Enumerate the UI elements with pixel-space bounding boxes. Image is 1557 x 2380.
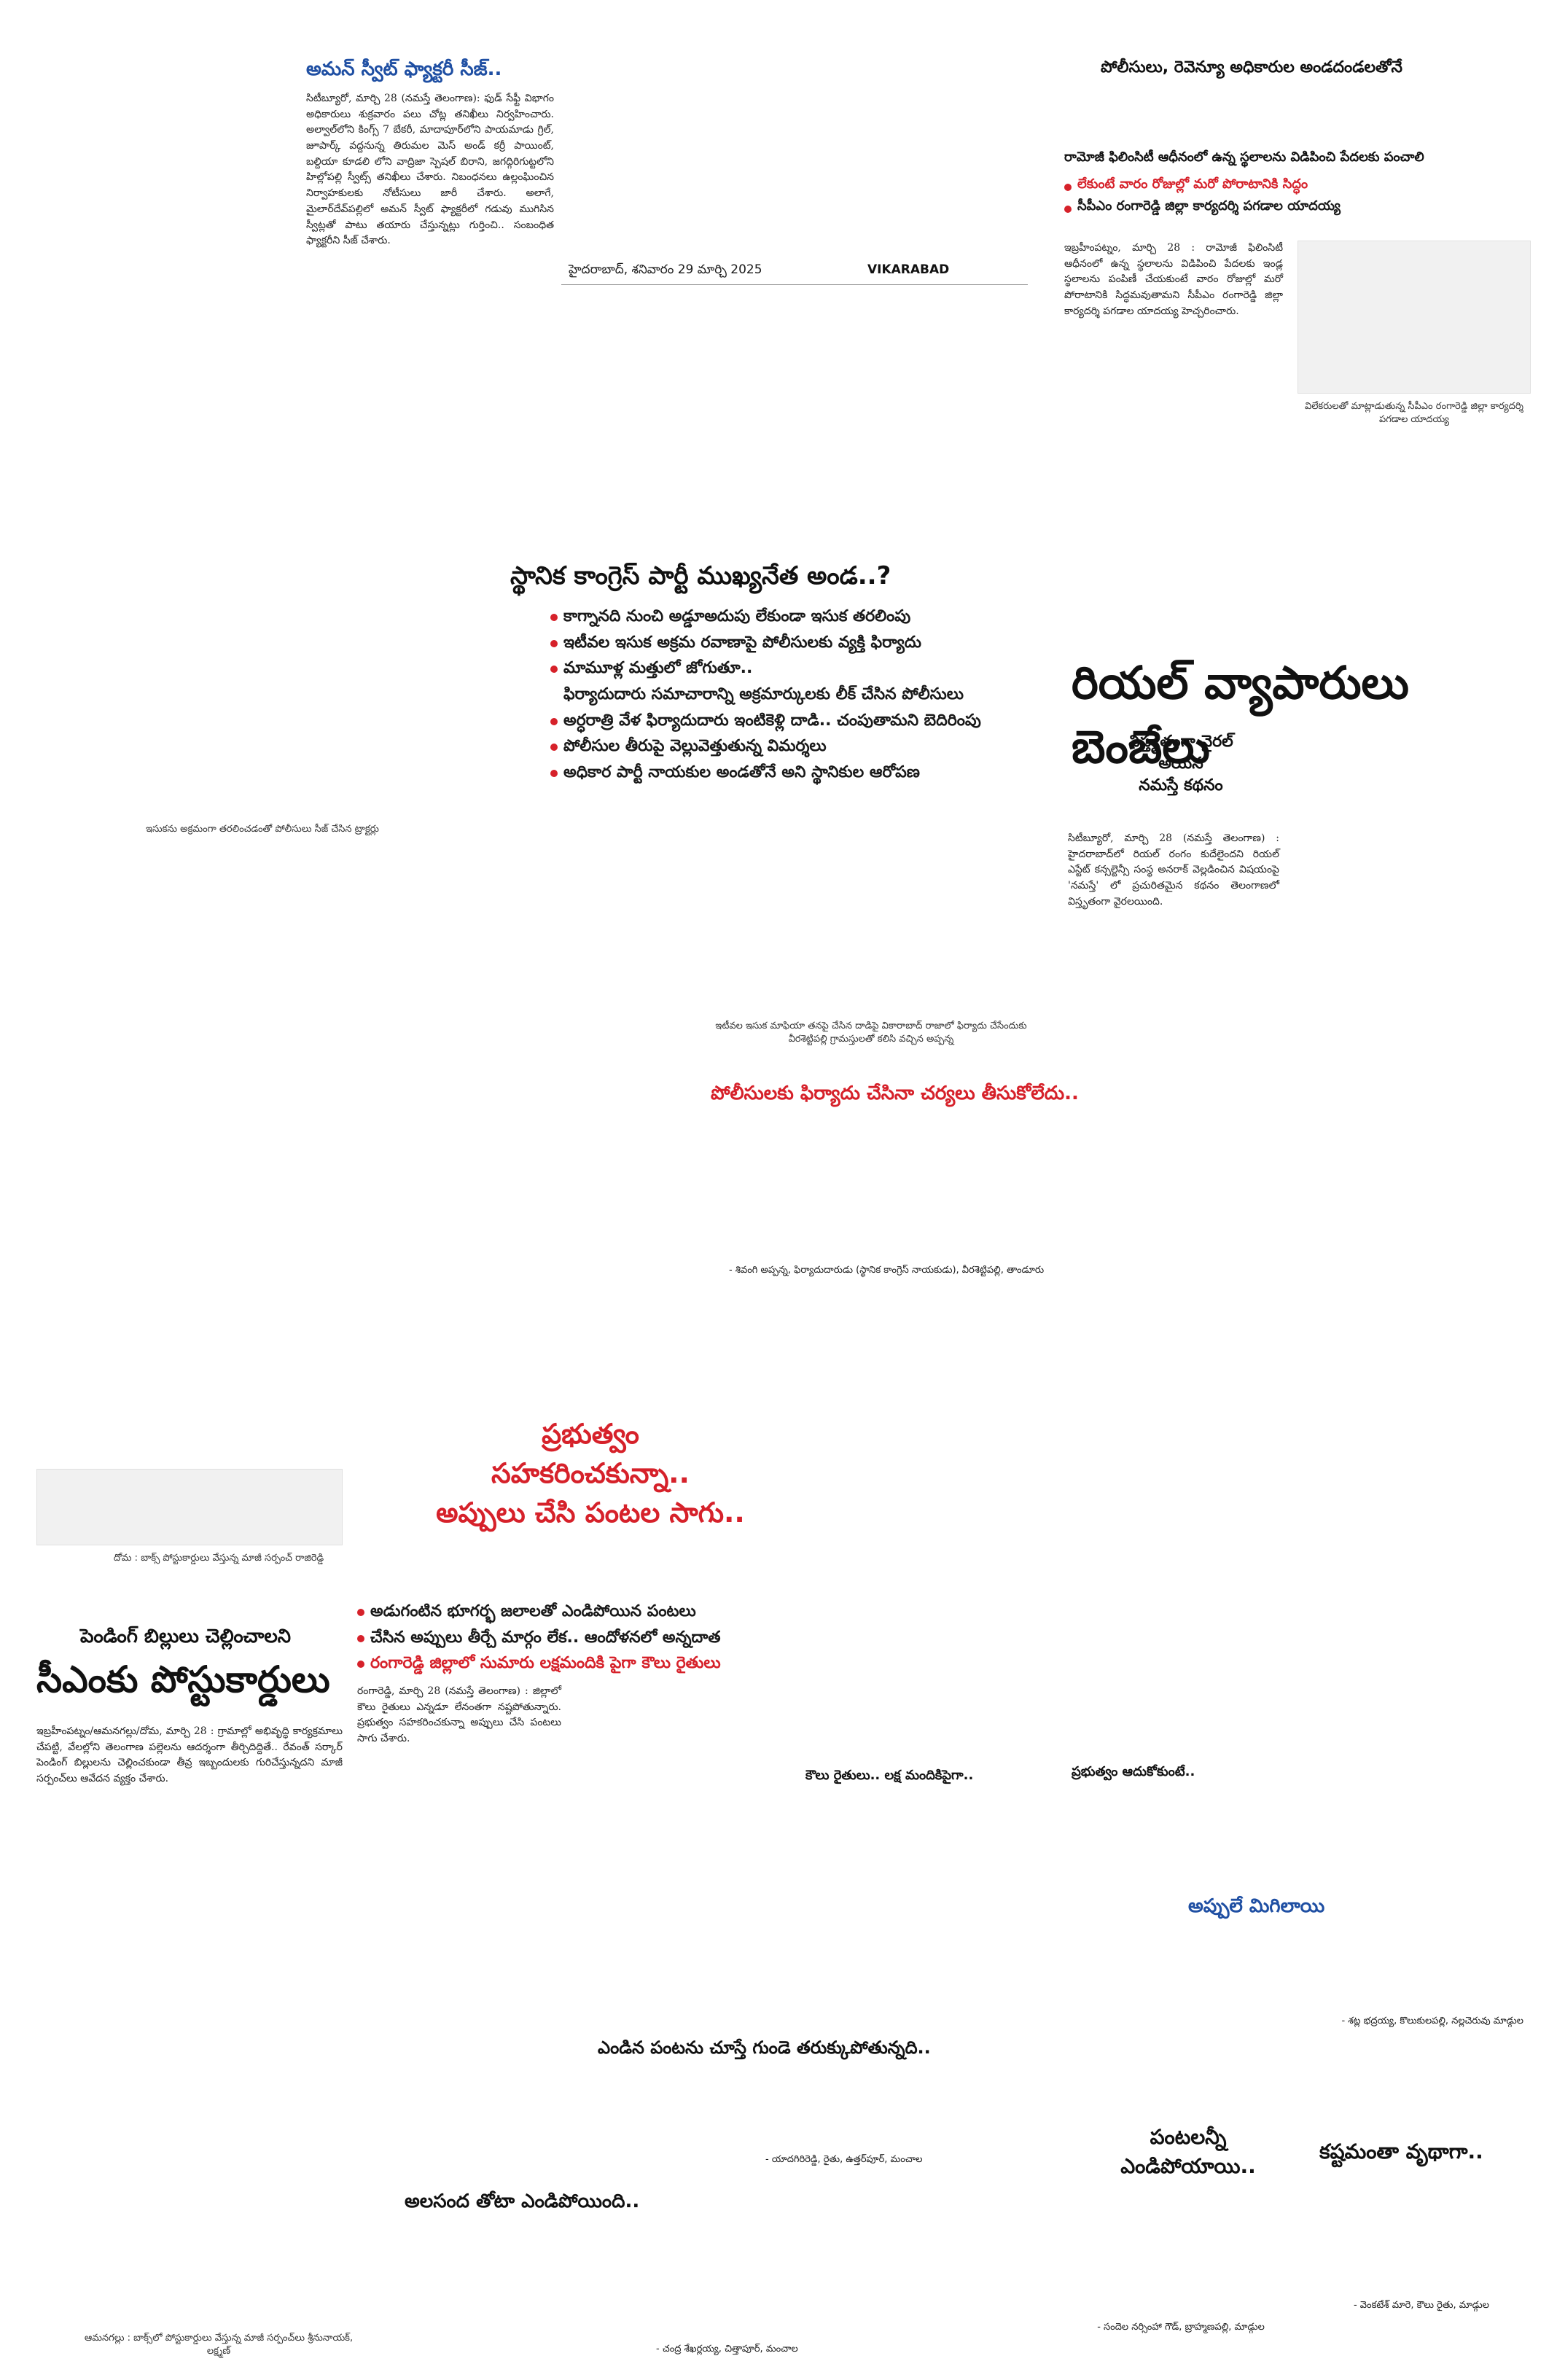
story5-sub2: ప్రభుత్వం ఆదుకోకుంటే..: [1072, 1764, 1195, 1779]
story9-byline: - సందెల నర్సింహా గౌడ్, బ్రాహ్మణపల్లి, మా…: [1097, 2322, 1265, 2333]
bullet-item: మామూళ్ల మత్తులో జోగుతూ..: [550, 658, 1061, 679]
bullet-item: పోలీసుల తీరుపై వెల్లువెత్తుతున్న విమర్శల…: [550, 736, 1061, 757]
bullet-text: ఫిర్యాదుదారు సమాచారాన్ని అక్రమార్కులకు ల…: [563, 685, 964, 704]
story3-bullets: కాగ్నానది నుంచి అడ్డూఅదుపు లేకుండా ఇసుక …: [550, 601, 1061, 788]
bullet-item: లేకుంటే వారం రోజుల్లో మరో పోరాటానికి సిద…: [1064, 176, 1531, 193]
story10-byline: - వెంకటేశ్ మారె, కౌలు రైతు, మాడ్గుల: [1353, 2300, 1490, 2311]
bullet-dot: [550, 639, 558, 647]
story7-byline: - యాదగిరిరెడ్డి, రైతు, ఉత్తర్‌పూర్, మంచా…: [765, 2154, 923, 2165]
story3-headline: స్థానిక కాంగ్రెస్ పార్టీ ముఖ్యనేత అండ..?: [510, 561, 891, 590]
story4-headline: రియల్ వ్యాపారులు బెంబేలు: [1072, 656, 1409, 773]
story5-bullets: అడుగంటిన భూగర్భ జలాలతో ఎండిపోయిన పంటలు చ…: [357, 1596, 867, 1679]
story4-deck-line: నమస్తే కథనం: [1139, 776, 1223, 795]
masthead-date: హైదరాబాద్, శనివారం 29 మార్చి 2025: [569, 262, 762, 277]
story5-sub1: కౌలు రైతులు.. లక్ష మందికిపైగా..: [805, 1768, 974, 1783]
bullet-item: ఇటీవల ఇసుక అక్రమ రవాణాపై పోలీసులకు వ్యక్…: [550, 632, 1061, 654]
bullet-item: అడుగంటిన భూగర్భ జలాలతో ఎండిపోయిన పంటలు: [357, 1601, 867, 1623]
bullet-item: చేసిన అప్పులు తీర్చే మార్గం లేక.. ఆందోళన…: [357, 1627, 867, 1649]
story3-sub-headline: పోలీసులకు ఫిర్యాదు చేసినా చర్యలు తీసుకోల…: [711, 1082, 1079, 1104]
story2-photo-caption: విలేకరులతో మాట్లాడుతున్న సీపీఎం రంగారెడ్…: [1304, 401, 1524, 425]
bullet-item: అధికార పార్టీ నాయకుల అండతోనే అని స్థానిక…: [550, 762, 1061, 784]
story1-headline: అమన్ స్వీట్ ఫ్యాక్టరీ సీజ్..: [306, 58, 502, 80]
bullet-dot: [550, 770, 558, 778]
story2-body: ఇబ్రహీంపట్నం, మార్చి 28 : రామోజీ ఫిలింసి…: [1064, 242, 1283, 317]
bullet-dot: [550, 614, 558, 621]
bullet-text: పోలీసుల తీరుపై వెల్లువెత్తుతున్న విమర్శల…: [563, 737, 827, 756]
story5-headline-line: అప్పులు చేసి పంటల సాగు..: [436, 1497, 745, 1529]
story5-headline: ప్రభుత్వం సహకరించకున్నా.. అప్పులు చేసి ప…: [401, 1418, 780, 1536]
masthead-edition: VIKARABAD: [867, 262, 950, 277]
story4-deck: విస్తృతంగా వైరల్ అయిన నమస్తే కథనం: [1108, 733, 1254, 798]
story2-photo: [1298, 241, 1531, 394]
bullet-item: కాగ్నానది నుంచి అడ్డూఅదుపు లేకుండా ఇసుక …: [550, 606, 1061, 628]
bullet-text: రంగారెడ్డి జిల్లాలో సుమారు లక్షమందికి పై…: [370, 1654, 721, 1673]
story3-photo-caption: ఇసుకను అక్రమంగా తరలించడంతో పోలీసులు సీజ్…: [146, 824, 379, 835]
story6-headline: సీఎంకు పోస్టుకార్డులు: [36, 1658, 330, 1701]
story5-headline-line: సహకరించకున్నా..: [491, 1457, 690, 1489]
story2-bullets: లేకుంటే వారం రోజుల్లో మరో పోరాటానికి సిద…: [1064, 171, 1531, 220]
bullet-text: చేసిన అప్పులు తీర్చే మార్గం లేక.. ఆందోళన…: [370, 1628, 721, 1647]
bullet-item: ఫిర్యాదుదారు సమాచారాన్ని అక్రమార్కులకు ల…: [550, 684, 1061, 706]
story8-headline: అలసంద తోటా ఎండిపోయింది..: [405, 2190, 640, 2212]
story7-headline: ఎండిన పంటను చూస్తే గుండె తరుక్కుపోతున్నద…: [598, 2037, 931, 2058]
story3-byline: - శివంగి అప్పన్న, ఫిర్యాదుదారుడు (స్థాని…: [729, 1265, 1045, 1276]
bullet-text: లేకుంటే వారం రోజుల్లో మరో పోరాటానికి సిద…: [1077, 176, 1308, 192]
story6-photo: [36, 1469, 343, 1545]
story4-deck-line: అయిన: [1158, 754, 1203, 773]
story11-byline: - శట్ల భద్రయ్య, కొలుకులపల్లి, నల్లచెరువు…: [1341, 2016, 1524, 2026]
bullet-dot: [357, 1609, 364, 1616]
story3-quote-caption: ఇటీవల ఇసుక మాఫియా తనపై చేసిన దాడిపై వికా…: [715, 1021, 1027, 1045]
masthead-rule: [561, 284, 1028, 285]
bullet-item: సీపీఎం రంగారెడ్డి జిల్లా కార్యదర్శి పగడా…: [1064, 198, 1531, 215]
story1-body: సిటీబ్యూరో, మార్చి 28 (నమస్తే తెలంగాణ): …: [306, 93, 554, 247]
story2-deck: రామోజీ ఫిలింసిటీ ఆధీనంలో ఉన్న స్థలాలను వ…: [1064, 149, 1424, 165]
story5-sub3: అప్పులే మిగిలాయి: [1188, 1895, 1325, 1917]
story6-headline-small: పెండింగ్ బిల్లులు చెల్లించాలని: [80, 1626, 292, 1647]
bullet-dot: [1064, 206, 1072, 214]
bullet-text: మామూళ్ల మత్తులో జోగుతూ..: [563, 659, 753, 678]
story4-deck-line: విస్తృతంగా వైరల్: [1128, 733, 1233, 751]
bullet-dot: [1064, 184, 1072, 191]
bullet-text: సీపీఎం రంగారెడ్డి జిల్లా కార్యదర్శి పగడా…: [1077, 198, 1341, 214]
bullet-text: కాగ్నానది నుంచి అడ్డూఅదుపు లేకుండా ఇసుక …: [563, 607, 911, 625]
story6-bottom-caption: ఆమనగల్లు : బాక్స్‌లో పోస్టుకార్డులు వేస్…: [84, 2333, 354, 2357]
bullet-dot: [550, 666, 558, 674]
story8-byline: - చంద్ర శేఖర్ల‌య్య, చిత్తాపూర్, మంచాల: [656, 2344, 798, 2354]
bullet-dot: [550, 744, 558, 752]
bullet-dot: [357, 1634, 364, 1642]
story6-body: ఇబ్రహీంపట్నం/ఆమనగల్లు/దోమ, మార్చి 28 : గ…: [36, 1725, 343, 1785]
story2-kicker: పోలీసులు, రెవెన్యూ అధికారుల అండదండలతోనే: [1101, 58, 1403, 77]
bullet-item: రంగారెడ్డి జిల్లాలో సుమారు లక్షమందికి పై…: [357, 1653, 867, 1674]
story5-body: రంగారెడ్డి, మార్చి 28 (నమస్తే తెలంగాణ) :…: [357, 1685, 561, 1745]
story10-headline: కష్టమంతా వృథాగా..: [1319, 2139, 1483, 2164]
bullet-text: అధికార పార్టీ నాయకుల అండతోనే అని స్థానిక…: [563, 763, 920, 782]
bullet-dot: [550, 717, 558, 725]
story5-headline-line: ప్రభుత్వం: [542, 1418, 639, 1450]
story4-body: సిటీబ్యూరో, మార్చి 28 (నమస్తే తెలంగాణ) :…: [1068, 832, 1279, 908]
bullet-text: ఇటీవల ఇసుక అక్రమ రవాణాపై పోలీసులకు వ్యక్…: [563, 633, 921, 652]
story6-top-caption: దోమ : బాక్స్ పోస్టుకార్డులు వేస్తున్న మా…: [113, 1553, 324, 1564]
bullet-dot: [357, 1661, 364, 1669]
story9-headline: పంటలన్నీ ఎండిపోయాయి..: [1120, 2125, 1256, 2178]
bullet-text: అర్ధరాత్రి వేళ ఫిర్యాదుదారు ఇంటికెళ్లి ద…: [563, 711, 981, 730]
bullet-text: అడుగంటిన భూగర్భ జలాలతో ఎండిపోయిన పంటలు: [370, 1602, 696, 1620]
bullet-item: అర్ధరాత్రి వేళ ఫిర్యాదుదారు ఇంటికెళ్లి ద…: [550, 710, 1061, 732]
